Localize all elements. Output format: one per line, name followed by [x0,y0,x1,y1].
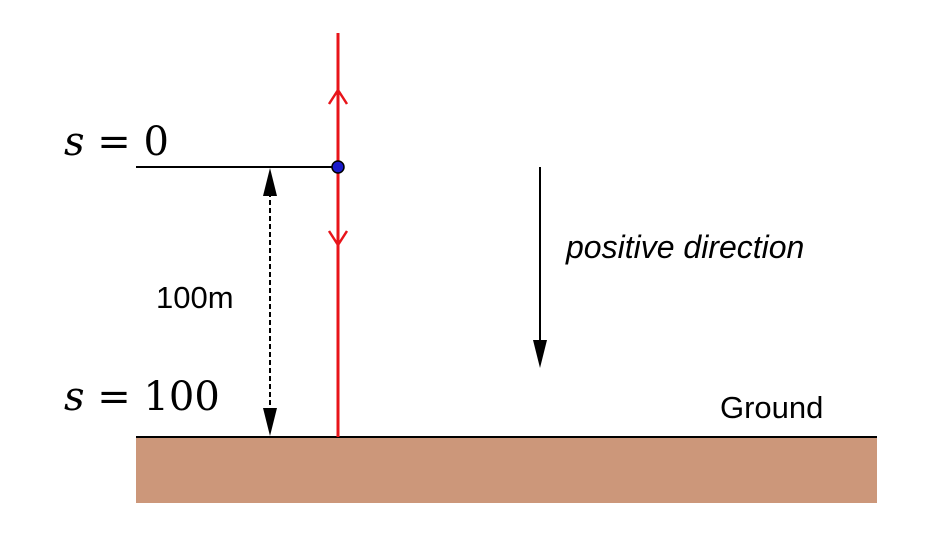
chevron-up-icon [327,87,349,105]
chevron-down-icon [327,230,349,248]
ground-block [136,437,877,503]
start-position-label: s = 0 [64,119,169,165]
ground-label: Ground [720,390,823,425]
ground-position-label: s = 100 [64,374,220,420]
dimension-arrow-down-icon [263,408,277,436]
direction-label: positive direction [565,229,804,265]
circle-point-icon [331,160,345,174]
direction-arrow-icon [533,167,547,368]
distance-dimension [263,168,277,436]
dimension-arrow-up-icon [263,168,277,196]
distance-label: 100m [156,280,234,315]
